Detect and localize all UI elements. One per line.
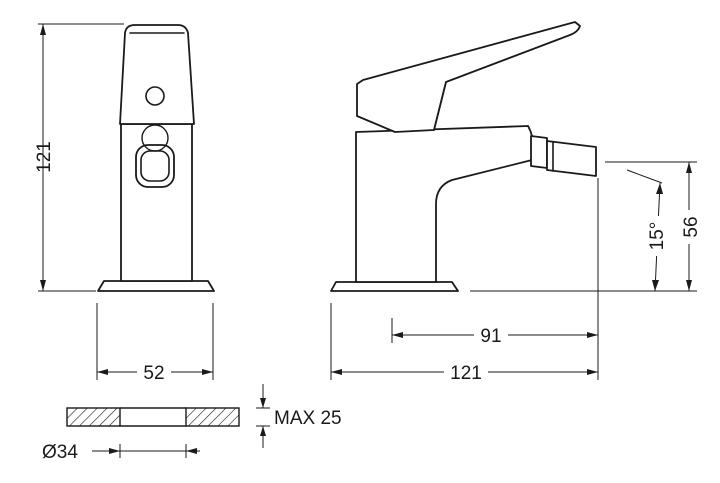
counter-section-right bbox=[185, 407, 240, 427]
mounting-section: MAX 25 Ø34 bbox=[42, 384, 342, 463]
counter-section-left bbox=[66, 407, 121, 427]
side-body bbox=[355, 125, 535, 283]
max-thickness-label: MAX 25 bbox=[274, 408, 342, 429]
front-view: 121 52 bbox=[34, 23, 215, 384]
spout-height-label: 56 bbox=[681, 216, 702, 237]
front-base-plate bbox=[97, 280, 215, 292]
side-spout-nozzle bbox=[530, 135, 548, 169]
front-height-label: 121 bbox=[34, 141, 55, 173]
front-diverter-knob bbox=[135, 144, 175, 188]
spout-angle-label: 15° bbox=[647, 222, 668, 251]
front-lever bbox=[119, 24, 195, 125]
side-lever bbox=[356, 21, 581, 133]
side-base-plate bbox=[330, 281, 459, 292]
side-spout-head bbox=[546, 140, 597, 177]
side-view: 121 91 56 15° bbox=[330, 21, 702, 384]
base-width-label: 52 bbox=[143, 363, 164, 384]
spout-reach-label: 91 bbox=[480, 326, 501, 347]
hole-diameter-label: Ø34 bbox=[42, 442, 78, 463]
side-length-label: 121 bbox=[450, 363, 482, 384]
front-lever-hole bbox=[145, 86, 165, 106]
